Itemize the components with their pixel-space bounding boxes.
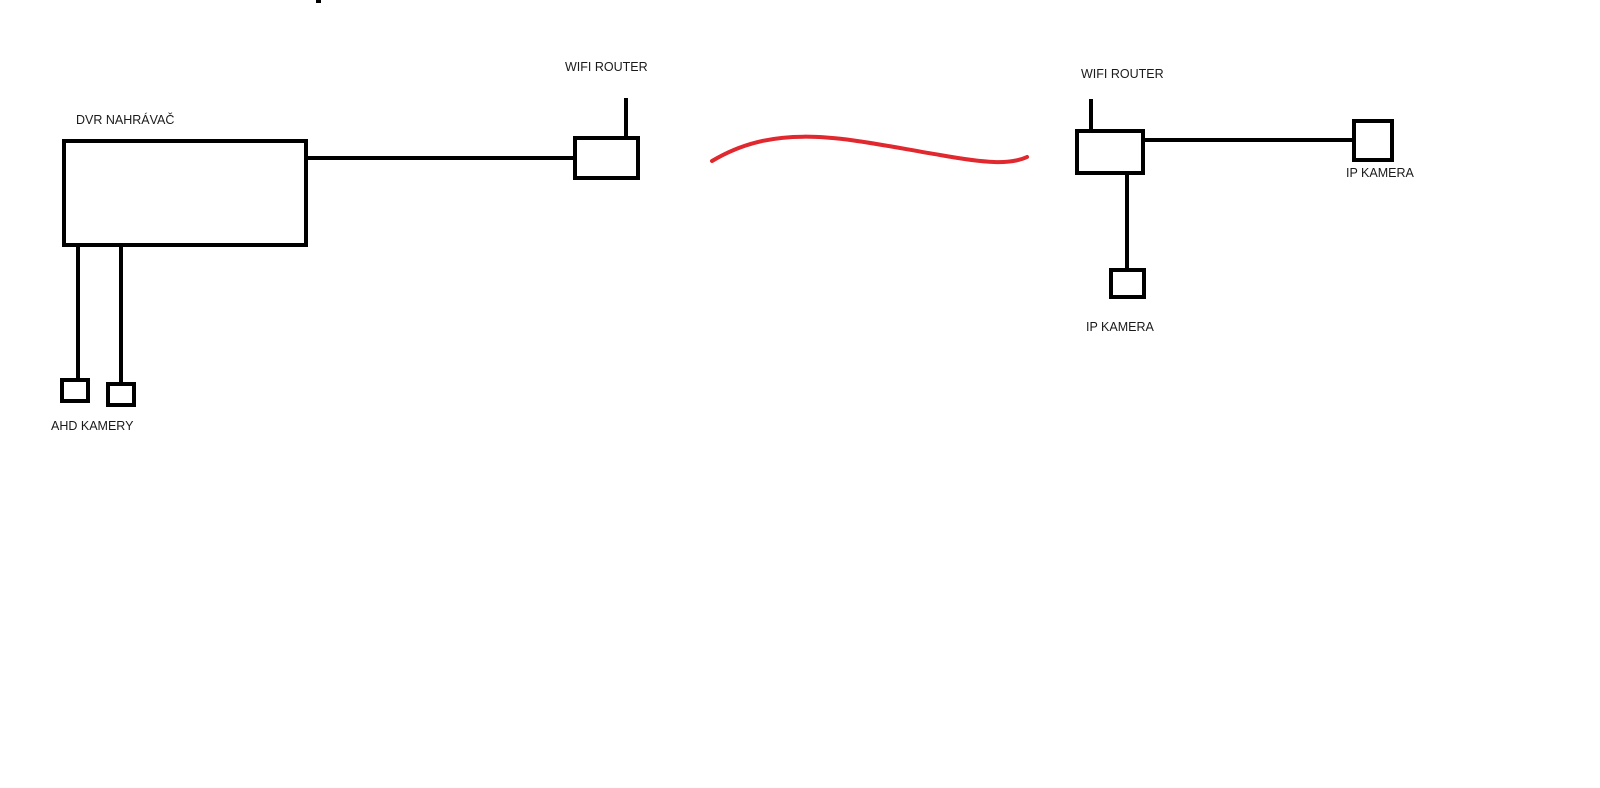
ahd-cameras-label: AHD KAMERY xyxy=(51,419,134,433)
router-right-label: WIFI ROUTER xyxy=(1081,67,1164,81)
ip-camera-bottom-box xyxy=(1109,268,1146,299)
ahd-camera-box-2 xyxy=(106,382,136,407)
router-right-box xyxy=(1075,129,1145,175)
ip-camera-bottom-label: IP KAMERA xyxy=(1086,320,1155,334)
ahd-camera-box-1 xyxy=(60,378,90,403)
cropped-glyph-fragment xyxy=(316,0,321,3)
wireless-link-wave xyxy=(710,134,1029,165)
dvr-box xyxy=(62,139,308,247)
dvr-label: DVR NAHRÁVAČ xyxy=(76,112,174,127)
ip-camera-right-label: IP KAMERA xyxy=(1346,166,1415,180)
router-left-label: WIFI ROUTER xyxy=(565,60,648,74)
ip-camera-right-box xyxy=(1352,119,1394,162)
router-left-box xyxy=(573,136,640,180)
